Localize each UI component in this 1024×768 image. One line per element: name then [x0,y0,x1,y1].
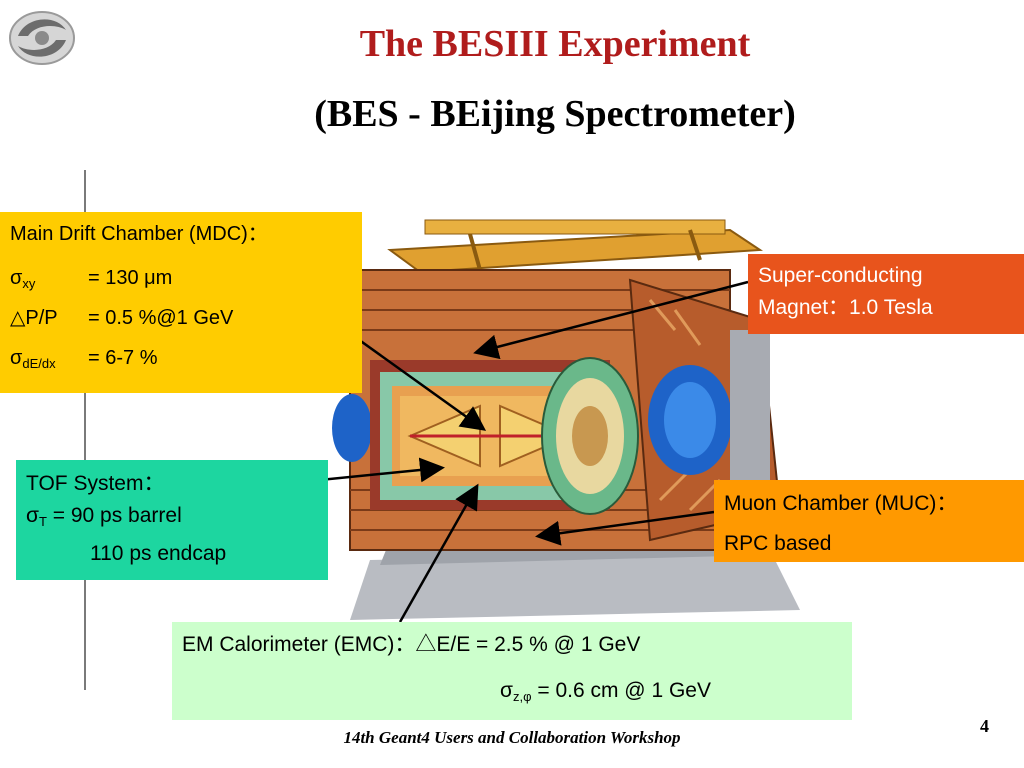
mdc-heading: Main Drift Chamber (MDC)： [10,223,268,245]
mdc-row-dedx: σdE/dx = 6-7 % [10,338,352,378]
emc-sigma-symbol: σ [500,679,513,702]
muc-info-box: Muon Chamber (MUC)： RPC based [714,480,1024,562]
ihep-logo-icon [9,11,75,65]
mdc-row-resolution: σxy = 130 μm [10,258,352,298]
mdc-momentum-value: = 0.5 %@1 GeV [88,307,234,329]
tof-endcap-value: 110 ps endcap [90,542,227,565]
emc-sigma-subscript: z,φ [512,689,532,704]
mdc-info-box: Main Drift Chamber (MDC)： σxy= 130 μm △P… [0,212,362,393]
divider-line [84,170,86,690]
mdc-sigma-subscript: xy [22,276,36,291]
tof-barrel-line: σT = 90 ps barrel [26,500,318,538]
mdc-dedx-value: = 6-7 % [88,347,158,369]
mdc-row-momentum: △P/P = 0.5 %@1 GeV [10,298,352,338]
mdc-momentum-symbol: △P/P [10,307,58,329]
besiii-detector-illustration [332,219,800,620]
emc-info-box: EM Calorimeter (EMC)：△E/E = 2.5 % @ 1 Ge… [172,622,852,720]
magnet-info-box: Super-conducting Magnet：1.0 Tesla [748,254,1024,334]
mdc-sigma-symbol: σ [10,267,23,289]
magnet-line-1: Super-conducting [758,264,923,287]
tof-info-box: TOF System： σT = 90 ps barrel 110 ps end… [16,460,328,580]
tof-heading: TOF System： [26,472,165,495]
mdc-dedx-subscript: dE/dx [22,356,56,371]
emc-energy-line: EM Calorimeter (EMC)：△E/E = 2.5 % @ 1 Ge… [182,633,641,656]
muc-rpc-line: RPC based [724,532,832,555]
muc-heading: Muon Chamber (MUC)： [724,492,958,515]
tof-sigma-symbol: σ [26,504,39,527]
tof-barrel-value: = 90 ps barrel [46,504,182,527]
slide-subtitle: (BES - BEijing Spectrometer) [314,93,796,135]
magnet-line-2: Magnet：1.0 Tesla [758,296,933,319]
page-number: 4 [980,716,989,736]
slide-footer: 14th Geant4 Users and Collaboration Work… [343,728,681,747]
mdc-resolution-value: = 130 μm [88,267,173,289]
slide-title: The BESIII Experiment [359,23,751,65]
tof-sigma-subscript: T [38,514,47,529]
emc-position-value: = 0.6 cm @ 1 GeV [531,679,711,702]
mdc-dedx-symbol: σ [10,347,23,369]
emc-position-line: σz,φ = 0.6 cm @ 1 GeV [182,674,842,714]
